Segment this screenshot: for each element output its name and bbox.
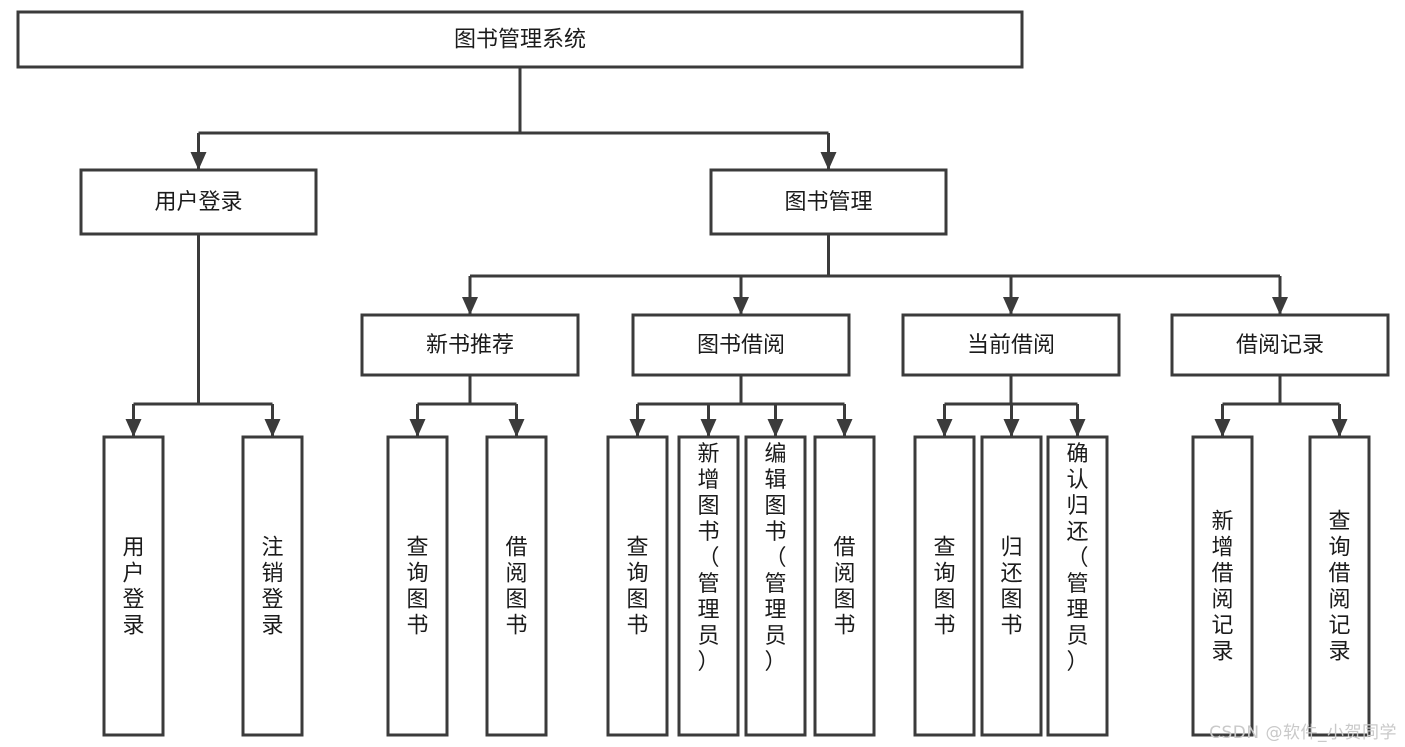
- node-label-leaf-edit-book-admin: 编辑图书（管理员）: [764, 442, 786, 675]
- node-box-leaf-query-book-borrow[interactable]: [606, 435, 669, 737]
- nodes-layer: 图书管理系统用户登录图书管理新书推荐图书借阅当前借阅借阅记录用户登录注销登录查询…: [16, 10, 1390, 737]
- arrow-head-icon: [836, 419, 853, 437]
- node-label-leaf-user-login: 用户登录: [122, 535, 144, 638]
- node-box-new-book-recommend[interactable]: [360, 313, 580, 377]
- leaf-leaf-edit-book-admin[interactable]: 编辑图书（管理员）: [744, 435, 807, 737]
- node-box-leaf-query-book-current[interactable]: [913, 435, 976, 737]
- node-box-leaf-logout-login[interactable]: [241, 435, 304, 737]
- arrow-head-icon: [1331, 419, 1348, 437]
- node-label-current-borrow: 当前借阅: [967, 333, 1055, 358]
- leaf-leaf-add-book-admin[interactable]: 新增图书（管理员）: [677, 435, 740, 737]
- leaf-leaf-return-book[interactable]: 归还图书: [980, 435, 1043, 737]
- node-borrow-record[interactable]: 借阅记录: [1170, 313, 1390, 377]
- node-box-book-manage[interactable]: [709, 168, 948, 236]
- node-label-leaf-query-book-recommend: 查询图书: [406, 535, 428, 638]
- node-user-login[interactable]: 用户登录: [79, 168, 318, 236]
- edge-group-user-login: [125, 234, 281, 437]
- node-book-borrow[interactable]: 图书借阅: [631, 313, 851, 377]
- node-label-new-book-recommend: 新书推荐: [426, 333, 514, 358]
- node-box-leaf-query-book-recommend[interactable]: [386, 435, 449, 737]
- edge-group-new-book-recommend: [409, 375, 525, 437]
- arrow-head-icon: [1069, 419, 1086, 437]
- arrow-head-icon: [936, 419, 953, 437]
- leaf-leaf-borrow-book[interactable]: 借阅图书: [813, 435, 876, 737]
- leaf-leaf-confirm-return-admin[interactable]: 确认归还（管理员）: [1046, 435, 1109, 737]
- node-root[interactable]: 图书管理系统: [16, 10, 1024, 69]
- leaf-leaf-query-book-current[interactable]: 查询图书: [913, 435, 976, 737]
- leaf-leaf-user-login[interactable]: 用户登录: [102, 435, 165, 737]
- node-label-leaf-query-book-current: 查询图书: [933, 535, 955, 638]
- leaf-leaf-logout-login[interactable]: 注销登录: [241, 435, 304, 737]
- arrow-head-icon: [190, 152, 207, 170]
- node-label-leaf-logout-login: 注销登录: [261, 535, 283, 638]
- watermark-label: CSDN @软件_小贺同学: [1209, 723, 1397, 743]
- node-box-current-borrow[interactable]: [901, 313, 1121, 377]
- node-box-leaf-user-login[interactable]: [102, 435, 165, 737]
- arrow-head-icon: [1003, 419, 1020, 437]
- node-label-leaf-borrow-book: 借阅图书: [833, 535, 855, 638]
- arrow-head-icon: [767, 419, 784, 437]
- node-box-leaf-add-borrow-record[interactable]: [1191, 435, 1254, 737]
- node-label-leaf-query-book-borrow: 查询图书: [626, 535, 648, 638]
- arrow-head-icon: [409, 419, 426, 437]
- arrow-head-icon: [125, 419, 142, 437]
- leaf-leaf-query-borrow-record[interactable]: 查询借阅记录: [1308, 435, 1371, 737]
- node-box-leaf-borrow-book-recommend[interactable]: [485, 435, 548, 737]
- node-label-leaf-confirm-return-admin: 确认归还（管理员）: [1066, 442, 1088, 675]
- node-label-leaf-add-borrow-record: 新增借阅记录: [1211, 509, 1233, 664]
- arrow-head-icon: [733, 297, 749, 315]
- node-box-user-login[interactable]: [79, 168, 318, 236]
- node-box-leaf-edit-book-admin[interactable]: [744, 435, 807, 737]
- node-label-root: 图书管理系统: [454, 28, 586, 53]
- arrow-head-icon: [1003, 297, 1019, 315]
- edge-group-book-borrow: [629, 375, 853, 437]
- node-box-leaf-confirm-return-admin[interactable]: [1046, 435, 1109, 737]
- arrow-head-icon: [1214, 419, 1231, 437]
- connectors-layer: [125, 67, 1348, 437]
- node-book-manage[interactable]: 图书管理: [709, 168, 948, 236]
- node-box-leaf-query-borrow-record[interactable]: [1308, 435, 1371, 737]
- node-label-book-manage: 图书管理: [784, 190, 872, 215]
- leaf-leaf-add-borrow-record[interactable]: 新增借阅记录: [1191, 435, 1254, 737]
- node-box-borrow-record[interactable]: [1170, 313, 1390, 377]
- arrow-head-icon: [629, 419, 646, 437]
- edge-group-current-borrow: [936, 375, 1086, 437]
- node-label-leaf-borrow-book-recommend: 借阅图书: [505, 535, 527, 638]
- leaf-leaf-query-book-recommend[interactable]: 查询图书: [386, 435, 449, 737]
- arrow-head-icon: [462, 297, 478, 315]
- leaf-leaf-borrow-book-recommend[interactable]: 借阅图书: [485, 435, 548, 737]
- node-box-root[interactable]: [16, 10, 1024, 69]
- arrow-head-icon: [264, 419, 281, 437]
- edge-group-book-manage: [462, 234, 1288, 315]
- node-label-borrow-record: 借阅记录: [1236, 333, 1324, 358]
- node-box-book-borrow[interactable]: [631, 313, 851, 377]
- node-box-leaf-borrow-book[interactable]: [813, 435, 876, 737]
- arrow-head-icon: [508, 419, 525, 437]
- arrow-head-icon: [1272, 297, 1288, 315]
- node-label-book-borrow: 图书借阅: [697, 333, 785, 358]
- node-new-book-recommend[interactable]: 新书推荐: [360, 313, 580, 377]
- node-label-leaf-add-book-admin: 新增图书（管理员）: [697, 442, 719, 675]
- node-box-leaf-return-book[interactable]: [980, 435, 1043, 737]
- arrow-head-icon: [820, 152, 837, 170]
- node-box-leaf-add-book-admin[interactable]: [677, 435, 740, 737]
- edge-group-root: [190, 67, 837, 170]
- edge-group-borrow-record: [1214, 375, 1348, 437]
- node-label-user-login: 用户登录: [154, 190, 242, 215]
- arrow-head-icon: [700, 419, 717, 437]
- node-label-leaf-query-borrow-record: 查询借阅记录: [1328, 509, 1350, 664]
- node-current-borrow[interactable]: 当前借阅: [901, 313, 1121, 377]
- leaf-leaf-query-book-borrow[interactable]: 查询图书: [606, 435, 669, 737]
- node-label-leaf-return-book: 归还图书: [1000, 535, 1022, 638]
